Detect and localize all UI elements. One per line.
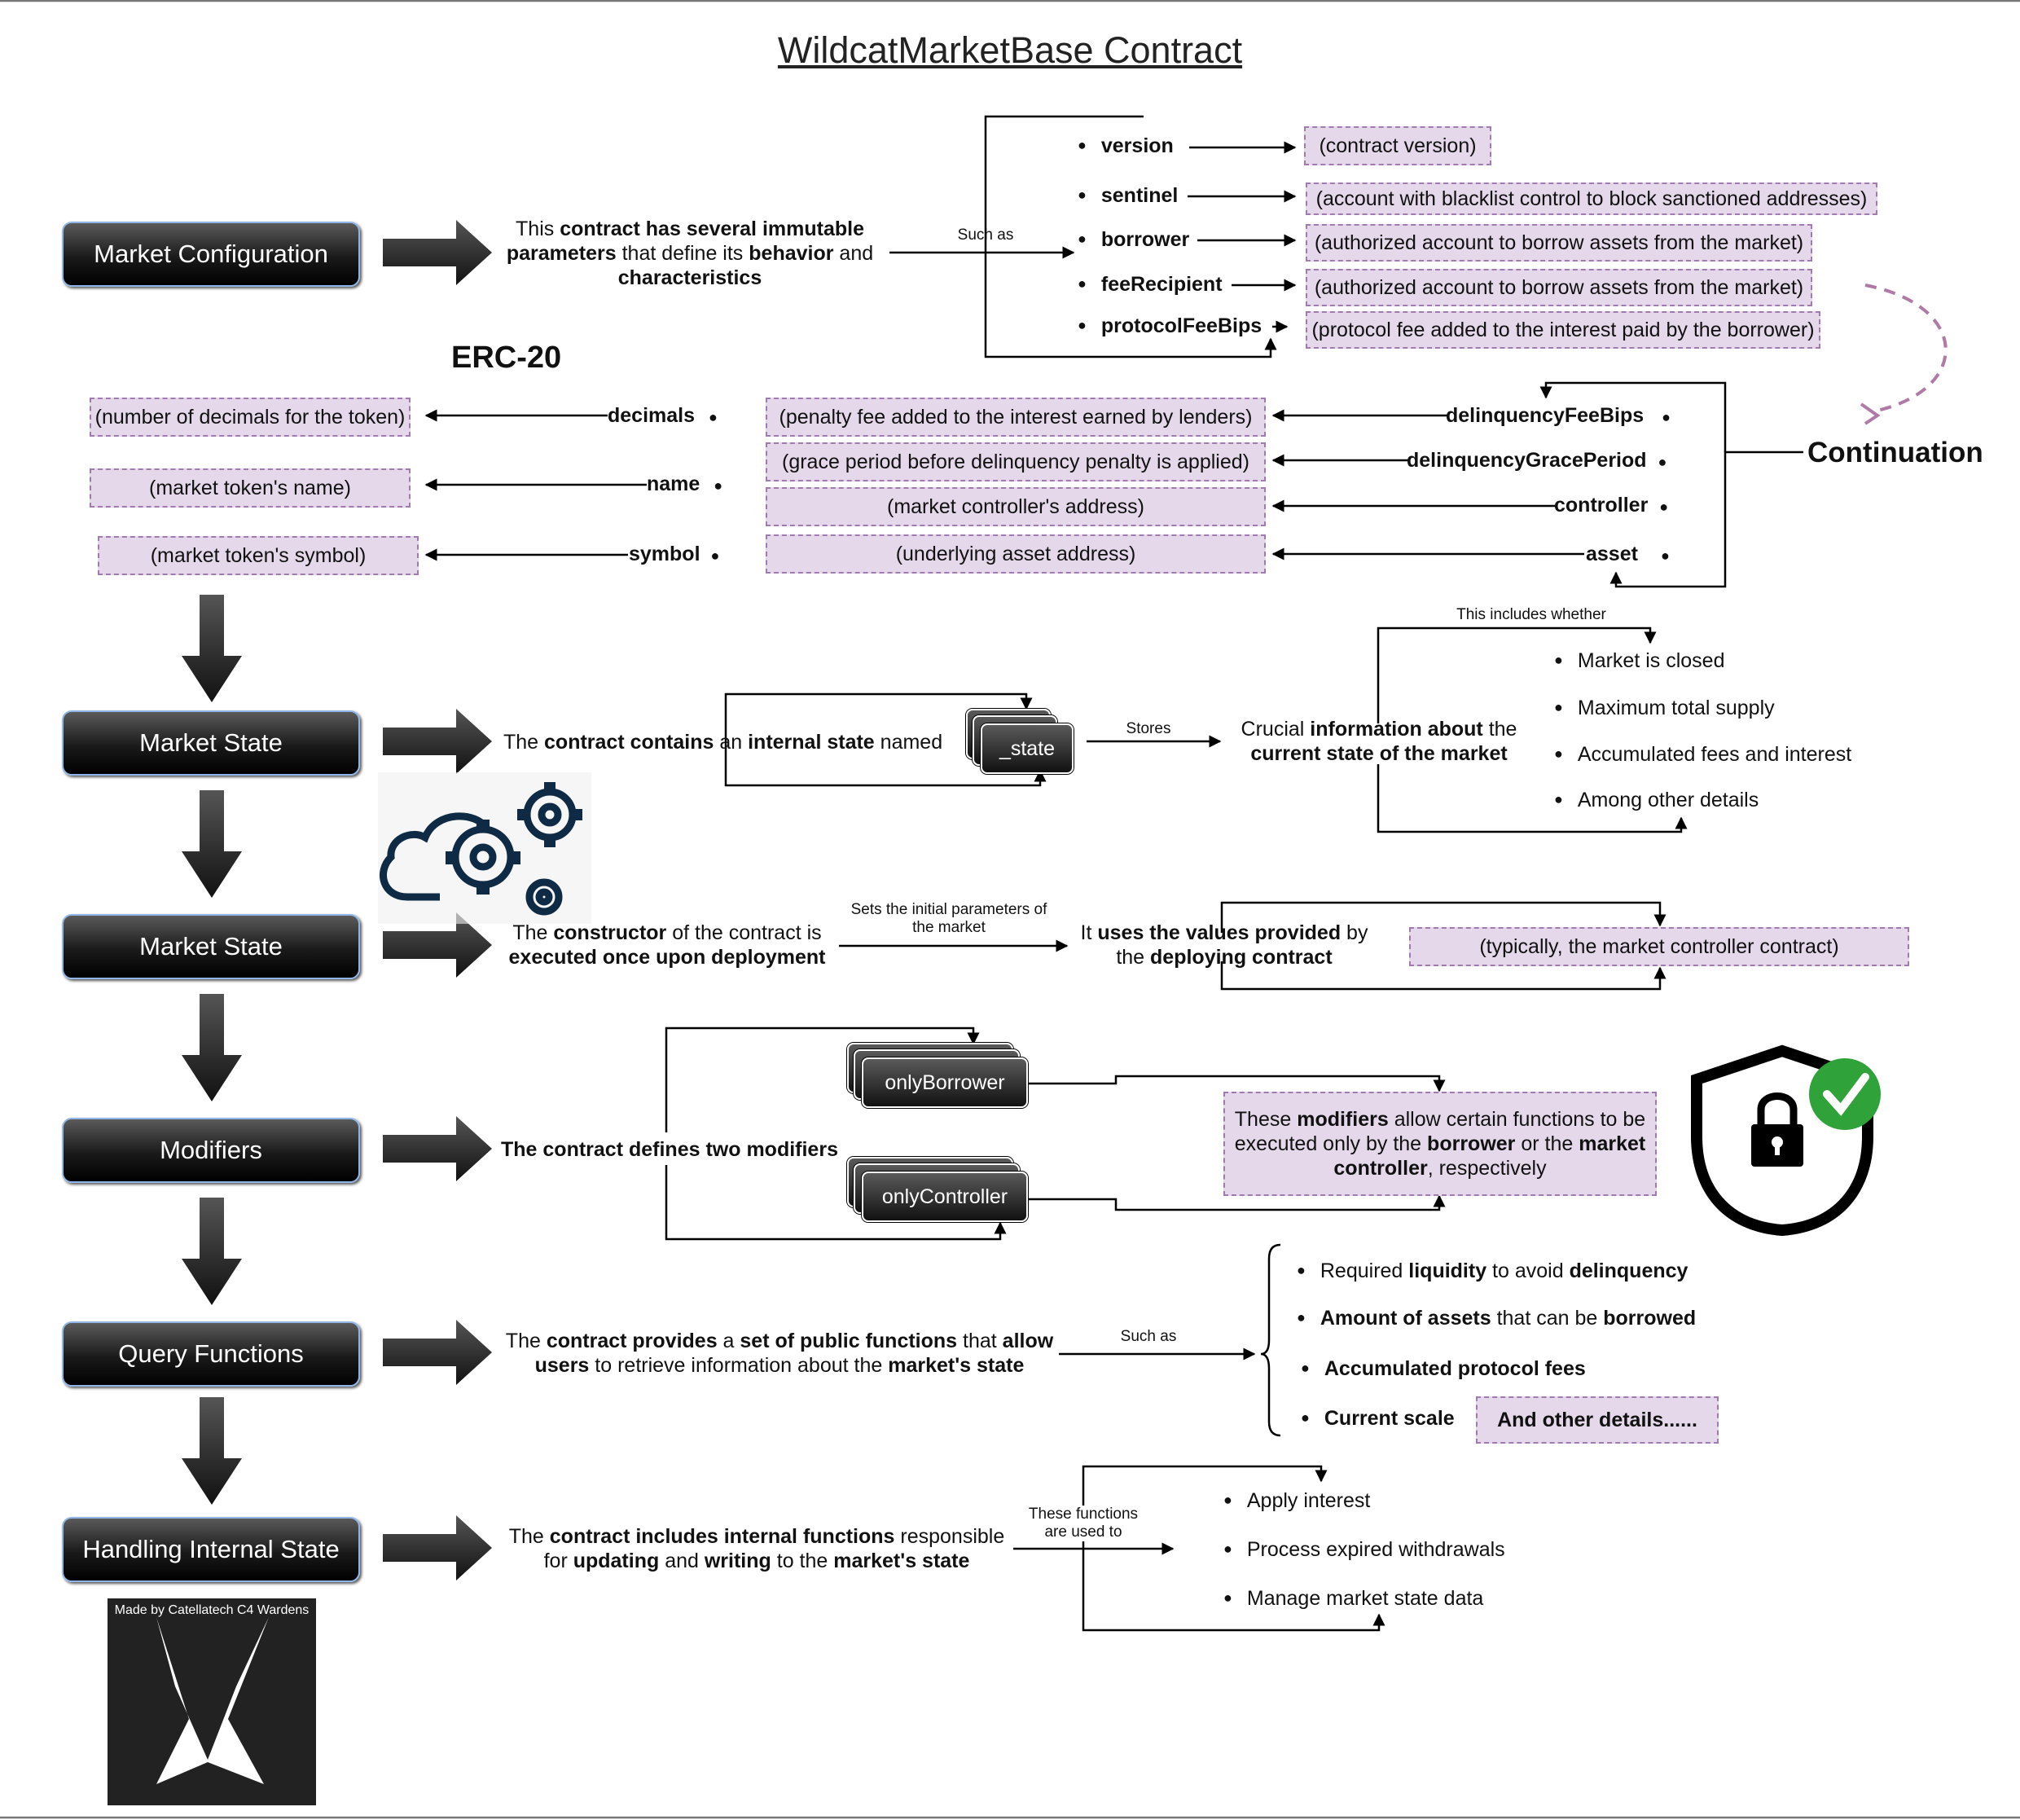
state-description: The contract contains an internal state …	[503, 731, 943, 754]
query-such-as-label: Such as	[1120, 1328, 1177, 1345]
modifiers-box[interactable]: Modifiers	[62, 1118, 360, 1183]
cloud-gears-icon	[378, 772, 591, 924]
market-state-box[interactable]: Market State	[62, 710, 360, 776]
checkmark-icon	[1809, 1058, 1881, 1130]
stores-label: Stores	[1126, 720, 1171, 737]
param-symbol: symbol ●	[629, 543, 720, 565]
param-delinquencyfeebips: delinquencyFeeBips●	[1446, 404, 1671, 427]
param-sentinel: sentinel	[1078, 184, 1178, 208]
query-item-liquidity: Required liquidity to avoid delinquency	[1297, 1259, 1688, 1283]
param-name: name ●	[647, 473, 723, 495]
param-protocolfeebips: protocolFeeBips	[1078, 314, 1262, 338]
internal-item-expired-withdrawals: Process expired withdrawals	[1223, 1538, 1505, 1562]
query-item-scale: Current scale	[1301, 1407, 1455, 1431]
arrow-right-query	[383, 1320, 492, 1385]
desc-version: (contract version)	[1304, 126, 1491, 165]
arrow-down-3	[182, 994, 242, 1101]
state-item-max-supply: Maximum total supply	[1554, 697, 1775, 720]
badge-text: Made by Catellatech C4 Wardens	[114, 1603, 310, 1617]
query-functions-box[interactable]: Query Functions	[62, 1321, 360, 1387]
desc-sentinel: (account with blacklist control to block…	[1306, 182, 1877, 215]
market-configuration-box[interactable]: Market Configuration	[62, 222, 360, 287]
arrow-right-config	[383, 220, 492, 285]
state-info: Crucial information about the current st…	[1241, 718, 1517, 765]
shield-lock-icon	[1691, 1044, 1873, 1237]
desc-delinquencyfeebips: (penalty fee added to the interest earne…	[766, 398, 1266, 437]
desc-feerecipient: (authorized account to borrow assets fro…	[1306, 269, 1812, 306]
desc-controller: (market controller's address)	[766, 487, 1266, 526]
desc-decimals: (number of decimals for the token)	[90, 398, 411, 437]
state-item-fees: Accumulated fees and interest	[1554, 743, 1851, 767]
modifiers-description: The contract defines two modifiers	[501, 1138, 838, 1161]
param-controller: controller●	[1554, 494, 1669, 517]
such-as-label: Such as	[957, 226, 1014, 244]
desc-borrower: (authorized account to borrow assets fro…	[1306, 224, 1812, 262]
modifiers-desc-pill: These modifiers allow certain functions …	[1223, 1092, 1657, 1196]
other-details-pill: And other details......	[1476, 1396, 1719, 1444]
desc-delinquencygraceperiod: (grace period before delinquency penalty…	[766, 442, 1266, 481]
param-decimals: decimals ●	[608, 404, 718, 427]
market-state-constructor-box[interactable]: Market State	[62, 914, 360, 979]
param-asset: asset●	[1586, 543, 1670, 565]
handling-internal-state-box[interactable]: Handling Internal State	[62, 1517, 360, 1582]
deploying-contract-pill: (typically, the market controller contra…	[1409, 927, 1909, 966]
param-feerecipient: feeRecipient	[1078, 273, 1223, 297]
desc-symbol: (market token's symbol)	[98, 536, 419, 575]
constructor-description: The constructor of the contract is execu…	[508, 921, 826, 969]
internal-item-apply-interest: Apply interest	[1223, 1489, 1370, 1513]
arrow-right-modifiers	[383, 1116, 492, 1181]
desc-protocolfeebips: (protocol fee added to the interest paid…	[1306, 311, 1820, 349]
arrow-down-4	[182, 1198, 242, 1305]
param-borrower: borrower	[1078, 228, 1189, 252]
arrow-down-5	[182, 1397, 242, 1505]
state-item-other: Among other details	[1554, 789, 1759, 812]
query-description: The contract provides a set of public fu…	[505, 1330, 1054, 1377]
internal-description: The contract includes internal functions…	[508, 1525, 1005, 1572]
arrow-down-1	[182, 595, 242, 702]
uses-values-text: It uses the values provided by the deplo…	[1080, 921, 1368, 969]
config-description: This contract has several immutable para…	[506, 218, 874, 289]
desc-asset: (underlying asset address)	[766, 534, 1266, 574]
internal-item-state-data: Manage market state data	[1223, 1587, 1483, 1611]
desc-name: (market token's name)	[90, 468, 411, 508]
continuation-label: Continuation	[1807, 437, 1983, 468]
includes-label: This includes whether	[1456, 606, 1606, 623]
page-title: WildcatMarketBase Contract	[777, 29, 1243, 71]
arrow-right-state	[383, 709, 492, 774]
arrow-down-2	[182, 790, 242, 898]
arrow-right-constructor	[383, 912, 492, 978]
erc20-heading: ERC-20	[451, 341, 562, 375]
logo-icon	[108, 1598, 316, 1805]
query-item-borrowable: Amount of assets that can be borrowed	[1297, 1307, 1696, 1330]
param-delinquencygraceperiod: delinquencyGracePeriod●	[1407, 449, 1667, 472]
state-item-closed: Market is closed	[1554, 649, 1725, 673]
param-version: version	[1078, 134, 1174, 158]
query-item-protocol-fees: Accumulated protocol fees	[1301, 1357, 1586, 1381]
arrow-right-internal	[383, 1515, 492, 1580]
